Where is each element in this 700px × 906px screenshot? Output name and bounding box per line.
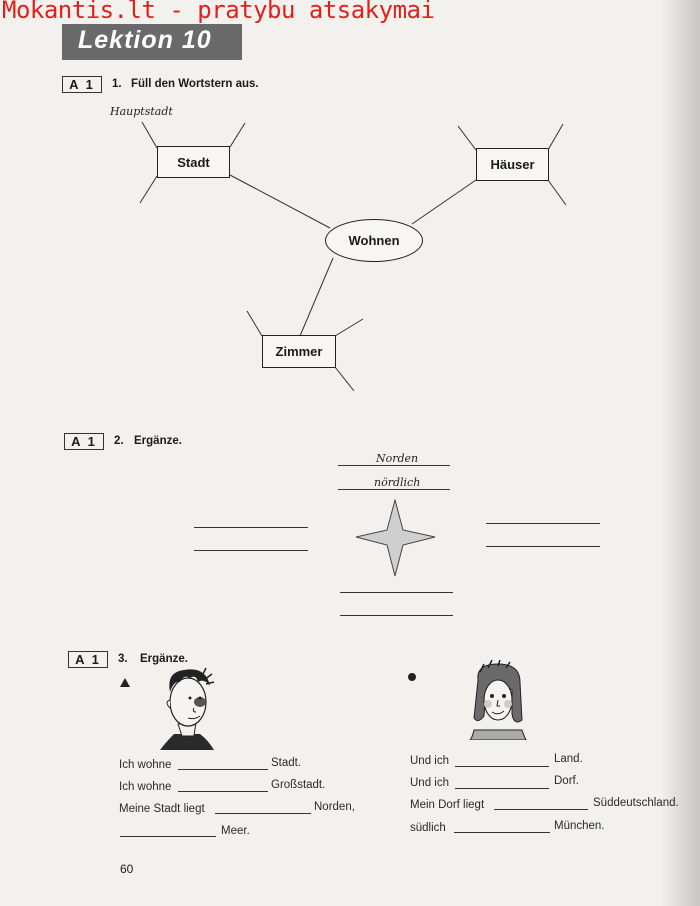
compass-star-icon: [355, 499, 436, 577]
boy-illustration: [160, 667, 215, 750]
node-center-wohnen: Wohnen: [325, 219, 423, 262]
spoke-zimmer-3: [334, 366, 355, 392]
blank-south-1: [340, 592, 453, 593]
sentence-left-3-end: Norden,: [314, 801, 355, 813]
blank-west-1: [194, 527, 308, 528]
sentence-left-1-start: Ich wohne: [119, 759, 172, 771]
node-stadt: Stadt: [157, 146, 230, 178]
blank-right-4: [454, 832, 550, 833]
blank-west-2: [194, 550, 308, 551]
exercise-1-tag: A 1: [62, 76, 102, 93]
blank-east-1: [486, 523, 600, 524]
page-edge-shadow: [660, 0, 700, 906]
spoke-zimmer-1: [246, 310, 263, 337]
blank-right-2: [455, 788, 549, 789]
watermark-text: Mokantis.lt - pratybu atsakymai: [2, 0, 435, 24]
sentence-right-3-end: Süddeutschland.: [593, 797, 679, 809]
sentence-left-2-end: Großstadt.: [271, 779, 326, 791]
exercise-3-number: 3.: [118, 653, 128, 665]
spoke-haeuser-1: [457, 125, 477, 151]
page-number: 60: [120, 862, 134, 876]
connector-stadt: [229, 174, 331, 229]
girl-illustration: [469, 660, 527, 740]
sentence-left-1-end: Stadt.: [271, 757, 302, 769]
blank-left-1: [178, 769, 268, 770]
spoke-haeuser-2: [547, 123, 564, 151]
blank-north-2: [338, 489, 450, 490]
exercise-1-title: Füll den Wortstern aus.: [131, 78, 259, 90]
handwritten-note: Hauptstadt: [110, 105, 173, 118]
sentence-right-4-start: südlich: [410, 822, 446, 834]
spoke-stadt-2: [229, 122, 246, 148]
blank-north-1: [338, 465, 450, 466]
sentence-right-1-end: Land.: [554, 753, 583, 765]
sentence-right-3-start: Mein Dorf liegt: [410, 799, 485, 811]
spoke-zimmer-2: [334, 318, 364, 337]
sentence-right-1-start: Und ich: [410, 755, 449, 767]
exercise-1-number: 1.: [112, 78, 122, 90]
blank-right-3: [494, 809, 588, 810]
sentence-left-2-start: Ich wohne: [119, 781, 172, 793]
sentence-left-3-start: Meine Stadt liegt: [119, 803, 205, 815]
sentence-left-4-end: Meer.: [221, 825, 250, 837]
sentence-right-4-end: München.: [554, 820, 605, 832]
word-star-diagram: [139, 121, 567, 392]
exercise-3-tag: A 1: [68, 651, 108, 668]
blank-left-4: [120, 836, 216, 837]
blank-east-2: [486, 546, 600, 547]
exercise-2-number: 2.: [114, 435, 124, 447]
exercise-3-title: Ergänze.: [140, 653, 188, 665]
connector-haeuser: [411, 179, 477, 225]
lesson-title-bar: [62, 24, 242, 60]
dot-speaker-icon: [408, 673, 416, 681]
lesson-title: Lektion 10: [78, 26, 212, 54]
sentence-right-2-end: Dorf.: [554, 775, 579, 787]
sentence-right-2-start: Und ich: [410, 777, 449, 789]
node-haeuser: Häuser: [476, 148, 549, 181]
answer-norden: Norden: [376, 452, 419, 465]
answer-noerdlich: nördlich: [374, 476, 421, 489]
exercise-2-tag: A 1: [64, 433, 104, 450]
exercise-2-title: Ergänze.: [134, 435, 182, 447]
spoke-stadt-1: [141, 121, 158, 149]
node-zimmer: Zimmer: [262, 335, 336, 368]
triangle-speaker-icon: [120, 678, 130, 687]
spoke-stadt-3: [139, 175, 158, 204]
blank-south-2: [340, 615, 453, 616]
blank-left-2: [178, 791, 268, 792]
blank-right-1: [455, 766, 549, 767]
spoke-haeuser-3: [547, 179, 567, 206]
blank-left-3: [215, 813, 311, 814]
connector-zimmer: [299, 257, 334, 337]
